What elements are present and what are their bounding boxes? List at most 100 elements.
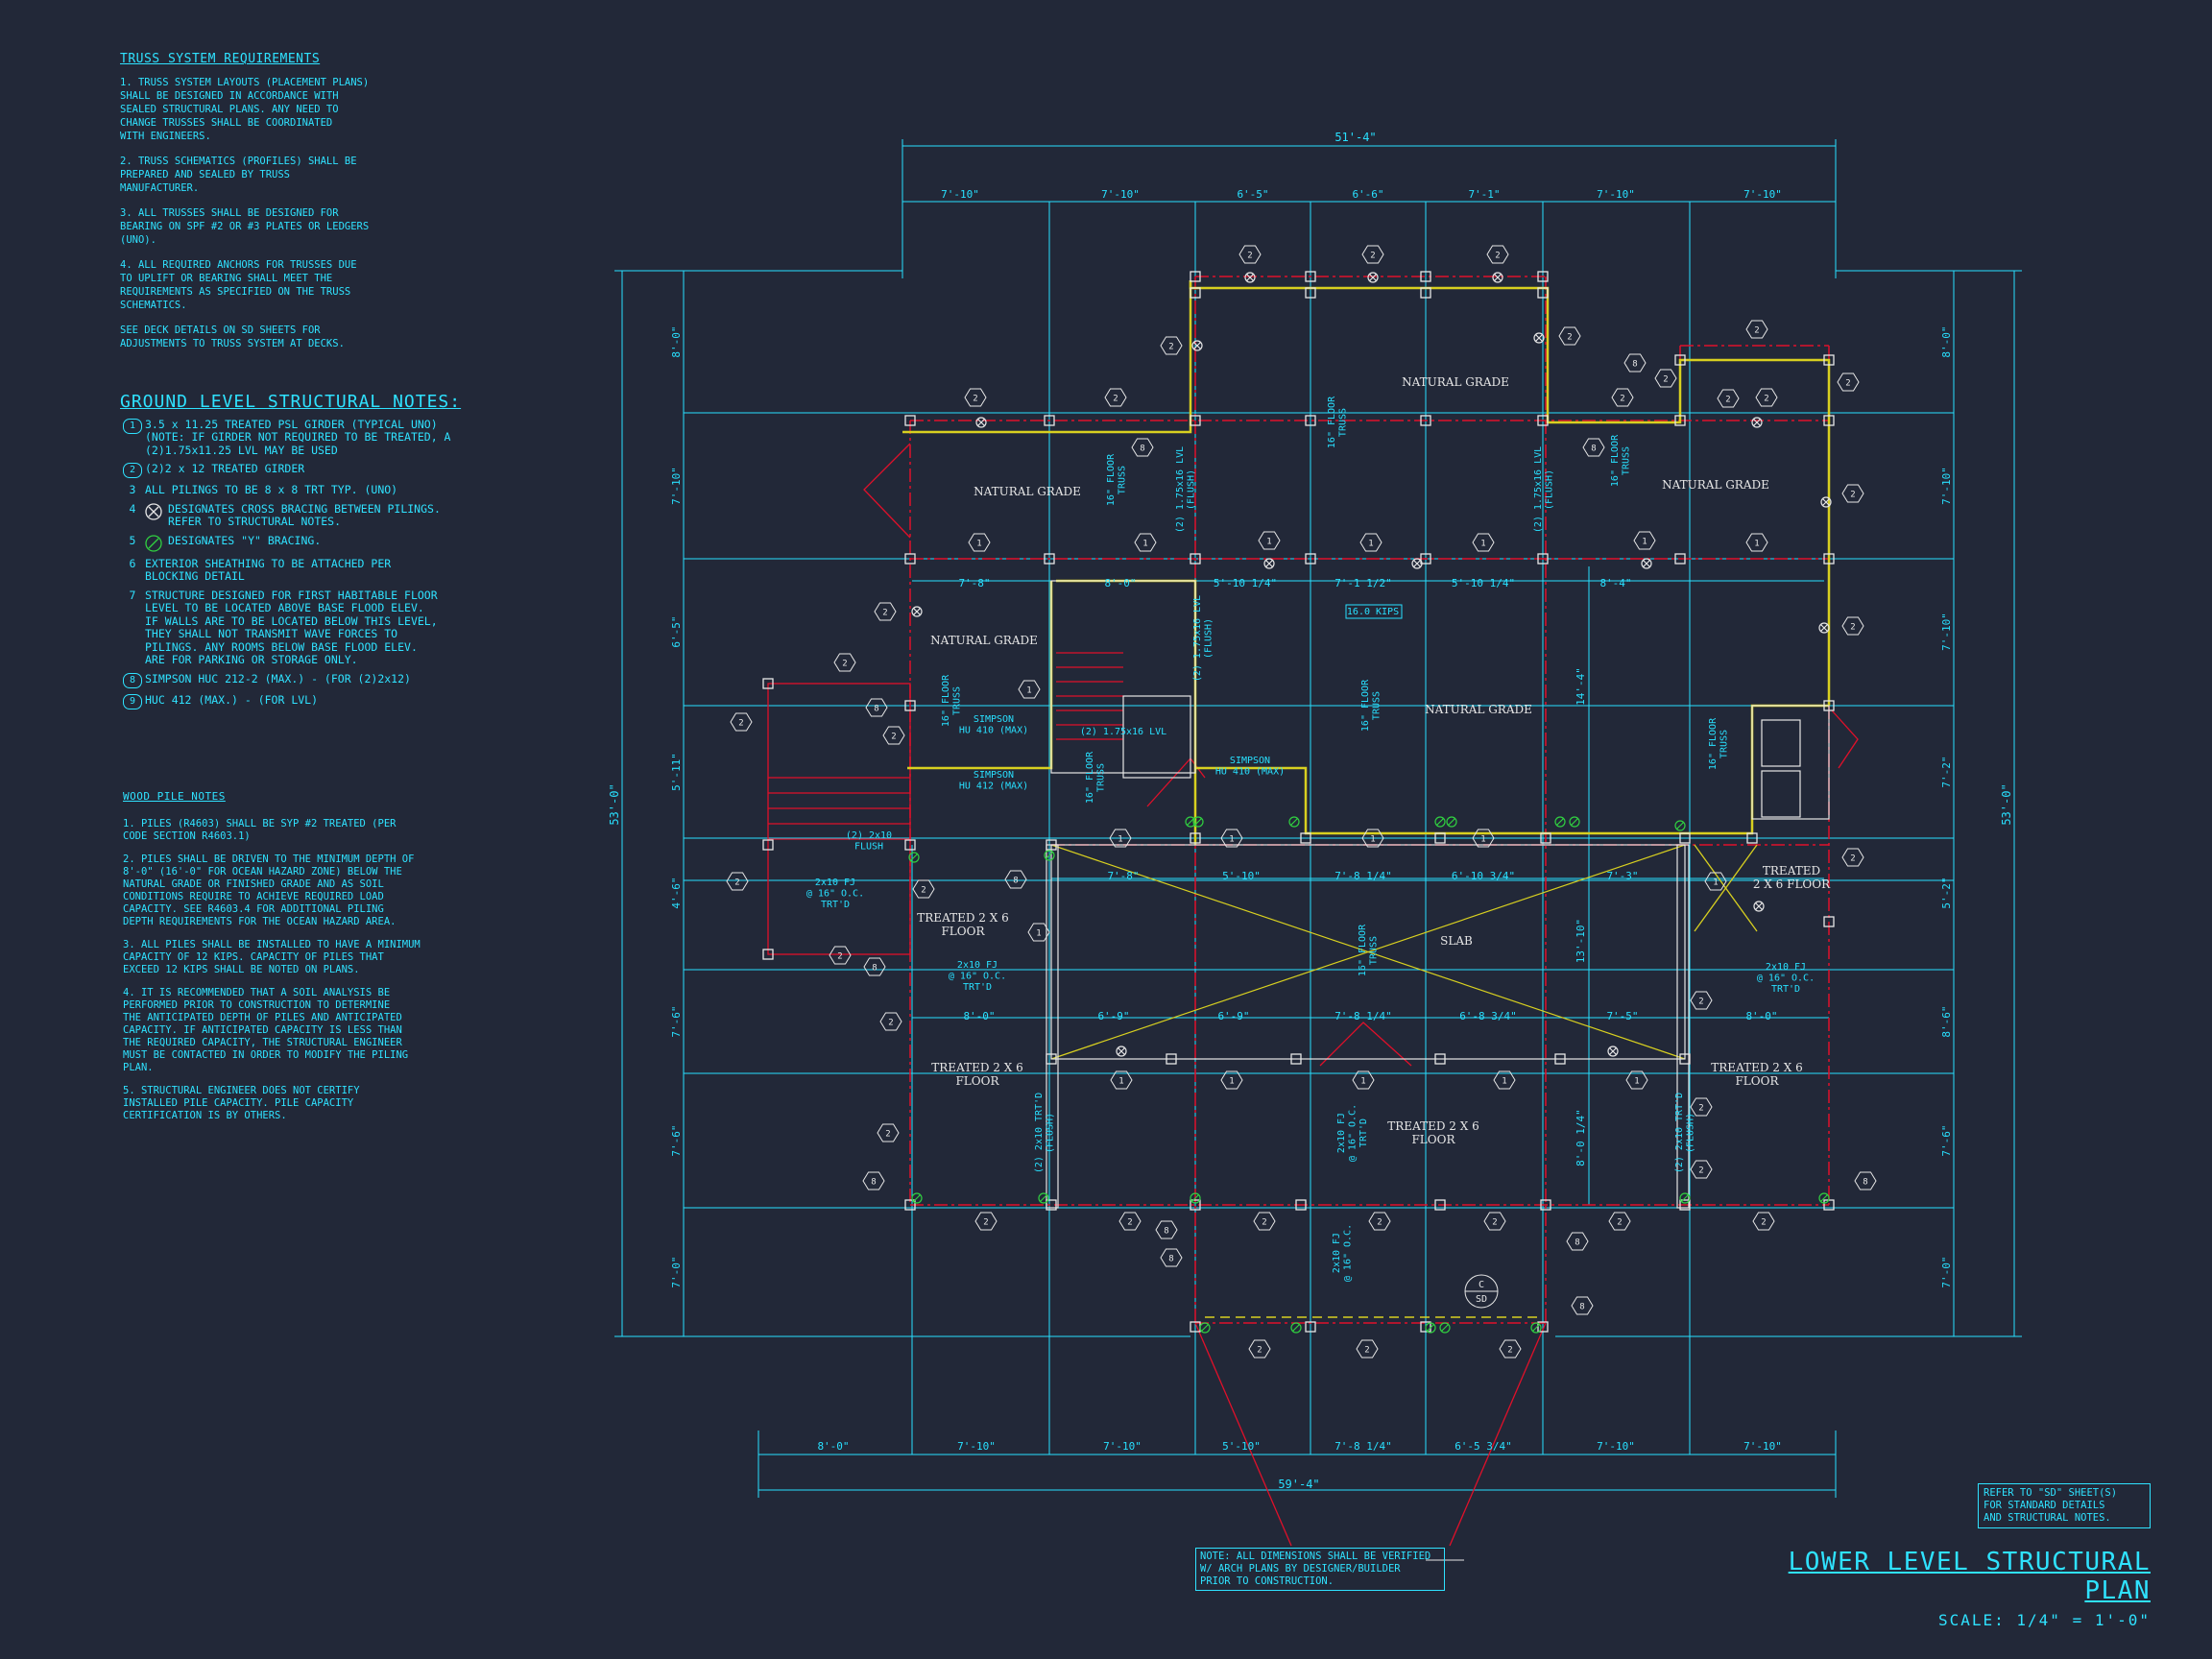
truss-label: 16" FLOORTRUSS xyxy=(1085,751,1107,804)
bottom-dimension: 6'-5 3/4" xyxy=(1455,1440,1512,1453)
tag-number: 2 xyxy=(888,1019,893,1028)
cross-bracing-icon xyxy=(911,606,923,617)
tag-hexagon: 2 xyxy=(974,1212,998,1231)
tag-hexagon: 8 xyxy=(862,1171,885,1190)
note-number: 4 xyxy=(129,501,136,516)
refer-note-box: REFER TO "SD" SHEET(S) FOR STANDARD DETA… xyxy=(1978,1483,2151,1528)
tag-hexagon: 2 xyxy=(1558,326,1581,346)
tag-hexagon: 1 xyxy=(1134,533,1157,552)
overall-top-dim: 51'-4" xyxy=(1334,131,1376,144)
structural-label: 16.0 KIPS xyxy=(1347,607,1399,617)
y-bracing-icon xyxy=(1190,1192,1201,1204)
top-dimension: 6'-6" xyxy=(1352,188,1383,201)
pile xyxy=(904,415,916,426)
tag-number: 1 xyxy=(1229,1077,1234,1087)
pile xyxy=(1305,415,1316,426)
pile xyxy=(904,553,916,565)
plan-scale: SCALE: 1/4" = 1'-0" xyxy=(1937,1611,2151,1629)
ground-note-text: SIMPSON HUC 212-2 (MAX.) - (FOR (2)2x12) xyxy=(145,671,411,685)
tag-hexagon: 2 xyxy=(1690,1097,1713,1117)
callout-sheet: SD xyxy=(1476,1294,1487,1305)
structural-label: (2) 1.75x16 LVL(FLUSH) xyxy=(1533,446,1555,533)
pile xyxy=(1420,271,1431,282)
interior-dimension: 7'-8" xyxy=(1107,870,1139,882)
y-bracing-icon xyxy=(1446,816,1457,828)
pile xyxy=(1674,354,1686,366)
tag-hexagon: 2 xyxy=(833,653,856,672)
truss-note-1: 1. TRUSS SYSTEM LAYOUTS (PLACEMENT PLANS… xyxy=(120,77,370,142)
tag-hexagon: 2 xyxy=(1752,1212,1775,1231)
pile xyxy=(1305,271,1316,282)
tag-hexagon: 1 xyxy=(1220,829,1243,848)
tag-number: 8 xyxy=(872,964,877,974)
tag-number: 2 xyxy=(983,1218,988,1228)
overall-left-dim: 53'-0" xyxy=(608,783,621,825)
tag-number: 1 xyxy=(1754,540,1759,549)
tag-number: 2 xyxy=(1698,1104,1703,1114)
structural-label: (2) 2x10 TRT'D(FLUSH) xyxy=(1674,1093,1696,1173)
tag-number: 8 xyxy=(1591,445,1596,454)
bottom-dimension: 7'-10" xyxy=(957,1440,996,1453)
interior-dimension: 8'-0" xyxy=(1745,1010,1777,1022)
ground-note-4: 4 DESIGNATES CROSS BRACING BETWEEN PILIN… xyxy=(120,501,485,529)
bottom-dimension: 7'-10" xyxy=(1103,1440,1142,1453)
tag-number: 2 xyxy=(1370,252,1375,261)
tag-number: 2 xyxy=(1168,343,1173,352)
tag-hexagon: 1 xyxy=(1359,533,1382,552)
y-bracing-icon xyxy=(1439,1322,1451,1334)
tag-number: 2 xyxy=(1247,252,1252,261)
truss-note-2: 2. TRUSS SCHEMATICS (PROFILES) SHALL BE … xyxy=(120,156,357,194)
pile xyxy=(762,678,774,689)
tag-hexagon: 1 xyxy=(1704,872,1727,891)
pile xyxy=(1190,287,1201,299)
cross-bracing-icon xyxy=(1607,1046,1619,1057)
refer-note: REFER TO "SD" SHEET(S) FOR STANDARD DETA… xyxy=(1984,1487,2118,1524)
tag-number: 2 xyxy=(1764,395,1768,404)
pile xyxy=(1554,1053,1566,1065)
tag-hexagon: 2 xyxy=(1841,484,1864,503)
interior-dimension: 7'-8 1/4" xyxy=(1334,870,1392,882)
detail-callout xyxy=(1464,1274,1499,1309)
interior-dimension: 5'-10 1/4" xyxy=(1452,577,1515,589)
tag-number: 2 xyxy=(1617,1218,1622,1228)
tag-number: 1 xyxy=(976,540,981,549)
room-label: NATURAL GRADE xyxy=(1425,703,1532,716)
ground-note-text: HUC 412 (MAX.) - (FOR LVL) xyxy=(145,692,319,707)
y-bracing-icon xyxy=(1818,1192,1830,1204)
tag-number: 2 xyxy=(885,1130,890,1140)
pile-note-3: 3. ALL PILES SHALL BE INSTALLED TO HAVE … xyxy=(123,939,421,975)
tag-number: 2 xyxy=(842,660,847,669)
tag-number: 2 xyxy=(734,878,739,888)
tag-hexagon: 1 xyxy=(1472,533,1495,552)
y-bracing-icon xyxy=(1679,1192,1691,1204)
tag-hexagon: 2 xyxy=(1608,1212,1631,1231)
tag-number: 1 xyxy=(1026,686,1031,696)
tag-number: 1 xyxy=(1642,538,1647,547)
interior-dimension: 8'-0 1/4" xyxy=(1575,1109,1587,1166)
tag-hexagon: 2 xyxy=(1841,616,1864,636)
wall-lines xyxy=(1046,580,1830,1209)
pile xyxy=(1044,553,1055,565)
tag-hexagon: 2 xyxy=(882,726,905,745)
tag-hexagon: 8 xyxy=(1004,870,1027,889)
tag-hexagon: 2 xyxy=(829,946,852,965)
tag-hexagon: 8 xyxy=(1623,353,1647,373)
bracing-symbols xyxy=(908,272,1832,1334)
truss-label: 16" FLOORTRUSS xyxy=(1360,679,1382,732)
top-dimension: 7'-1" xyxy=(1468,188,1500,201)
top-dimension: 7'-10" xyxy=(1101,188,1140,201)
tag-number: 2 xyxy=(1754,326,1759,336)
interior-dimension: 7'-8" xyxy=(958,577,990,589)
truss-note-5: SEE DECK DETAILS ON SD SHEETS FOR ADJUST… xyxy=(120,325,345,349)
pile xyxy=(904,700,916,711)
tag-hexagon: 2 xyxy=(1368,1212,1391,1231)
top-dimension: 6'-5" xyxy=(1237,188,1268,201)
structural-label: (2) 1.75x16 LVL(FLUSH) xyxy=(1175,446,1197,533)
tag-hexagon: 1 xyxy=(1625,1070,1648,1090)
pile xyxy=(1190,832,1201,844)
tag-hexagon: 2 xyxy=(877,1123,900,1142)
pile xyxy=(904,839,916,851)
